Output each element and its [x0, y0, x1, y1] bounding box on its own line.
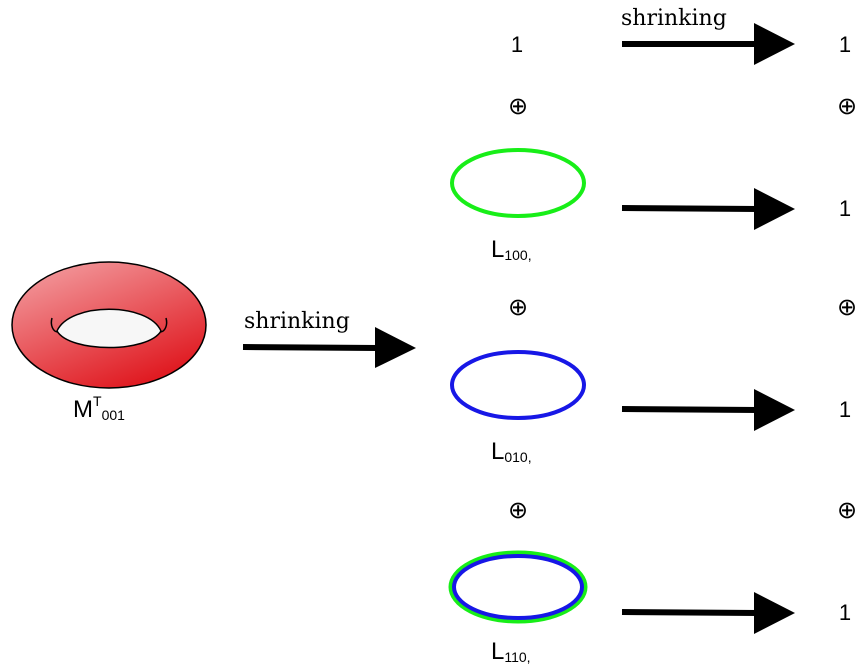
- right-one-2: 1: [839, 196, 851, 221]
- loop-l010: [450, 350, 586, 420]
- main-shrinking-arrow: [242, 327, 416, 368]
- arrow-row-2: [621, 188, 795, 230]
- torus-figure: [11, 261, 207, 389]
- middle-oplus-2: ⊕: [508, 294, 528, 321]
- loop-l110-label-sub: 110,: [504, 649, 530, 665]
- loop-l100-label-name: L: [491, 236, 504, 263]
- torus-label-name: M: [73, 396, 93, 423]
- loop-l100-label: L100,: [491, 236, 532, 263]
- loop-l010-label-sub: 010,: [504, 449, 531, 465]
- arrow-row-1: [622, 23, 795, 65]
- loop-l110-label-name: L: [491, 638, 504, 665]
- loop-l110-label: L110,: [491, 638, 531, 665]
- right-arrow-label: shrinking: [621, 6, 727, 31]
- loop-l110: [448, 550, 588, 624]
- loop-l100-label-sub: 100,: [504, 247, 531, 263]
- right-oplus-1: ⊕: [837, 93, 857, 120]
- torus-label: MT001: [73, 393, 125, 423]
- middle-one: 1: [511, 32, 523, 57]
- arrow-row-3: [621, 389, 795, 431]
- right-one-3: 1: [839, 397, 851, 422]
- torus-label-sub: 001: [102, 407, 126, 423]
- right-oplus-2: ⊕: [837, 294, 857, 321]
- right-one-4: 1: [839, 600, 851, 625]
- right-oplus-3: ⊕: [837, 497, 857, 524]
- loop-l010-label: L010,: [491, 438, 532, 465]
- middle-oplus-3: ⊕: [508, 497, 528, 524]
- main-arrow-label: shrinking: [244, 309, 350, 334]
- torus-label-sup: T: [93, 393, 102, 409]
- loop-l010-label-name: L: [491, 438, 504, 465]
- torus-hole: [56, 308, 162, 349]
- torus-rim-left: [50, 317, 59, 333]
- right-one-1: 1: [839, 32, 851, 57]
- torus-rim-right: [159, 317, 168, 333]
- arrow-row-4: [621, 592, 795, 634]
- middle-oplus-1: ⊕: [508, 93, 528, 120]
- loop-l100: [450, 148, 586, 218]
